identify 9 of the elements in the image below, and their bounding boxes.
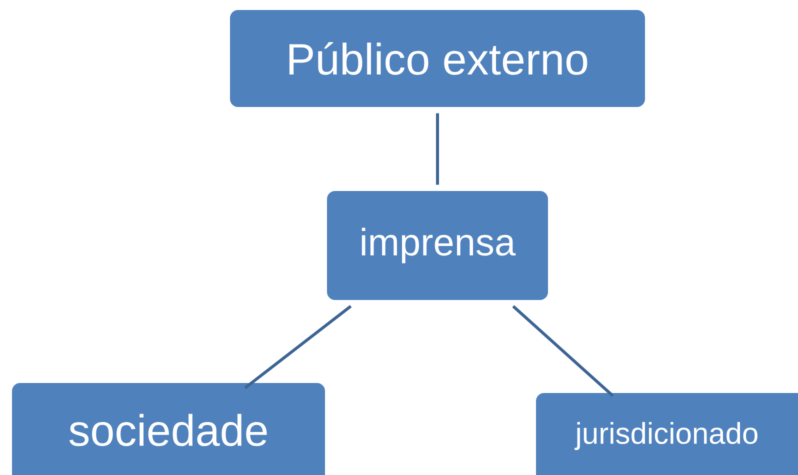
process-box <box>327 191 548 300</box>
process-box <box>230 10 645 107</box>
node-label: imprensa <box>362 228 516 264</box>
connector-line <box>436 113 439 185</box>
process-box <box>536 393 798 475</box>
process-box <box>12 383 325 475</box>
node-label: Público externo <box>289 42 588 75</box>
node-label: sociedade <box>69 414 267 446</box>
node-label: jurisdicionado <box>574 422 758 450</box>
